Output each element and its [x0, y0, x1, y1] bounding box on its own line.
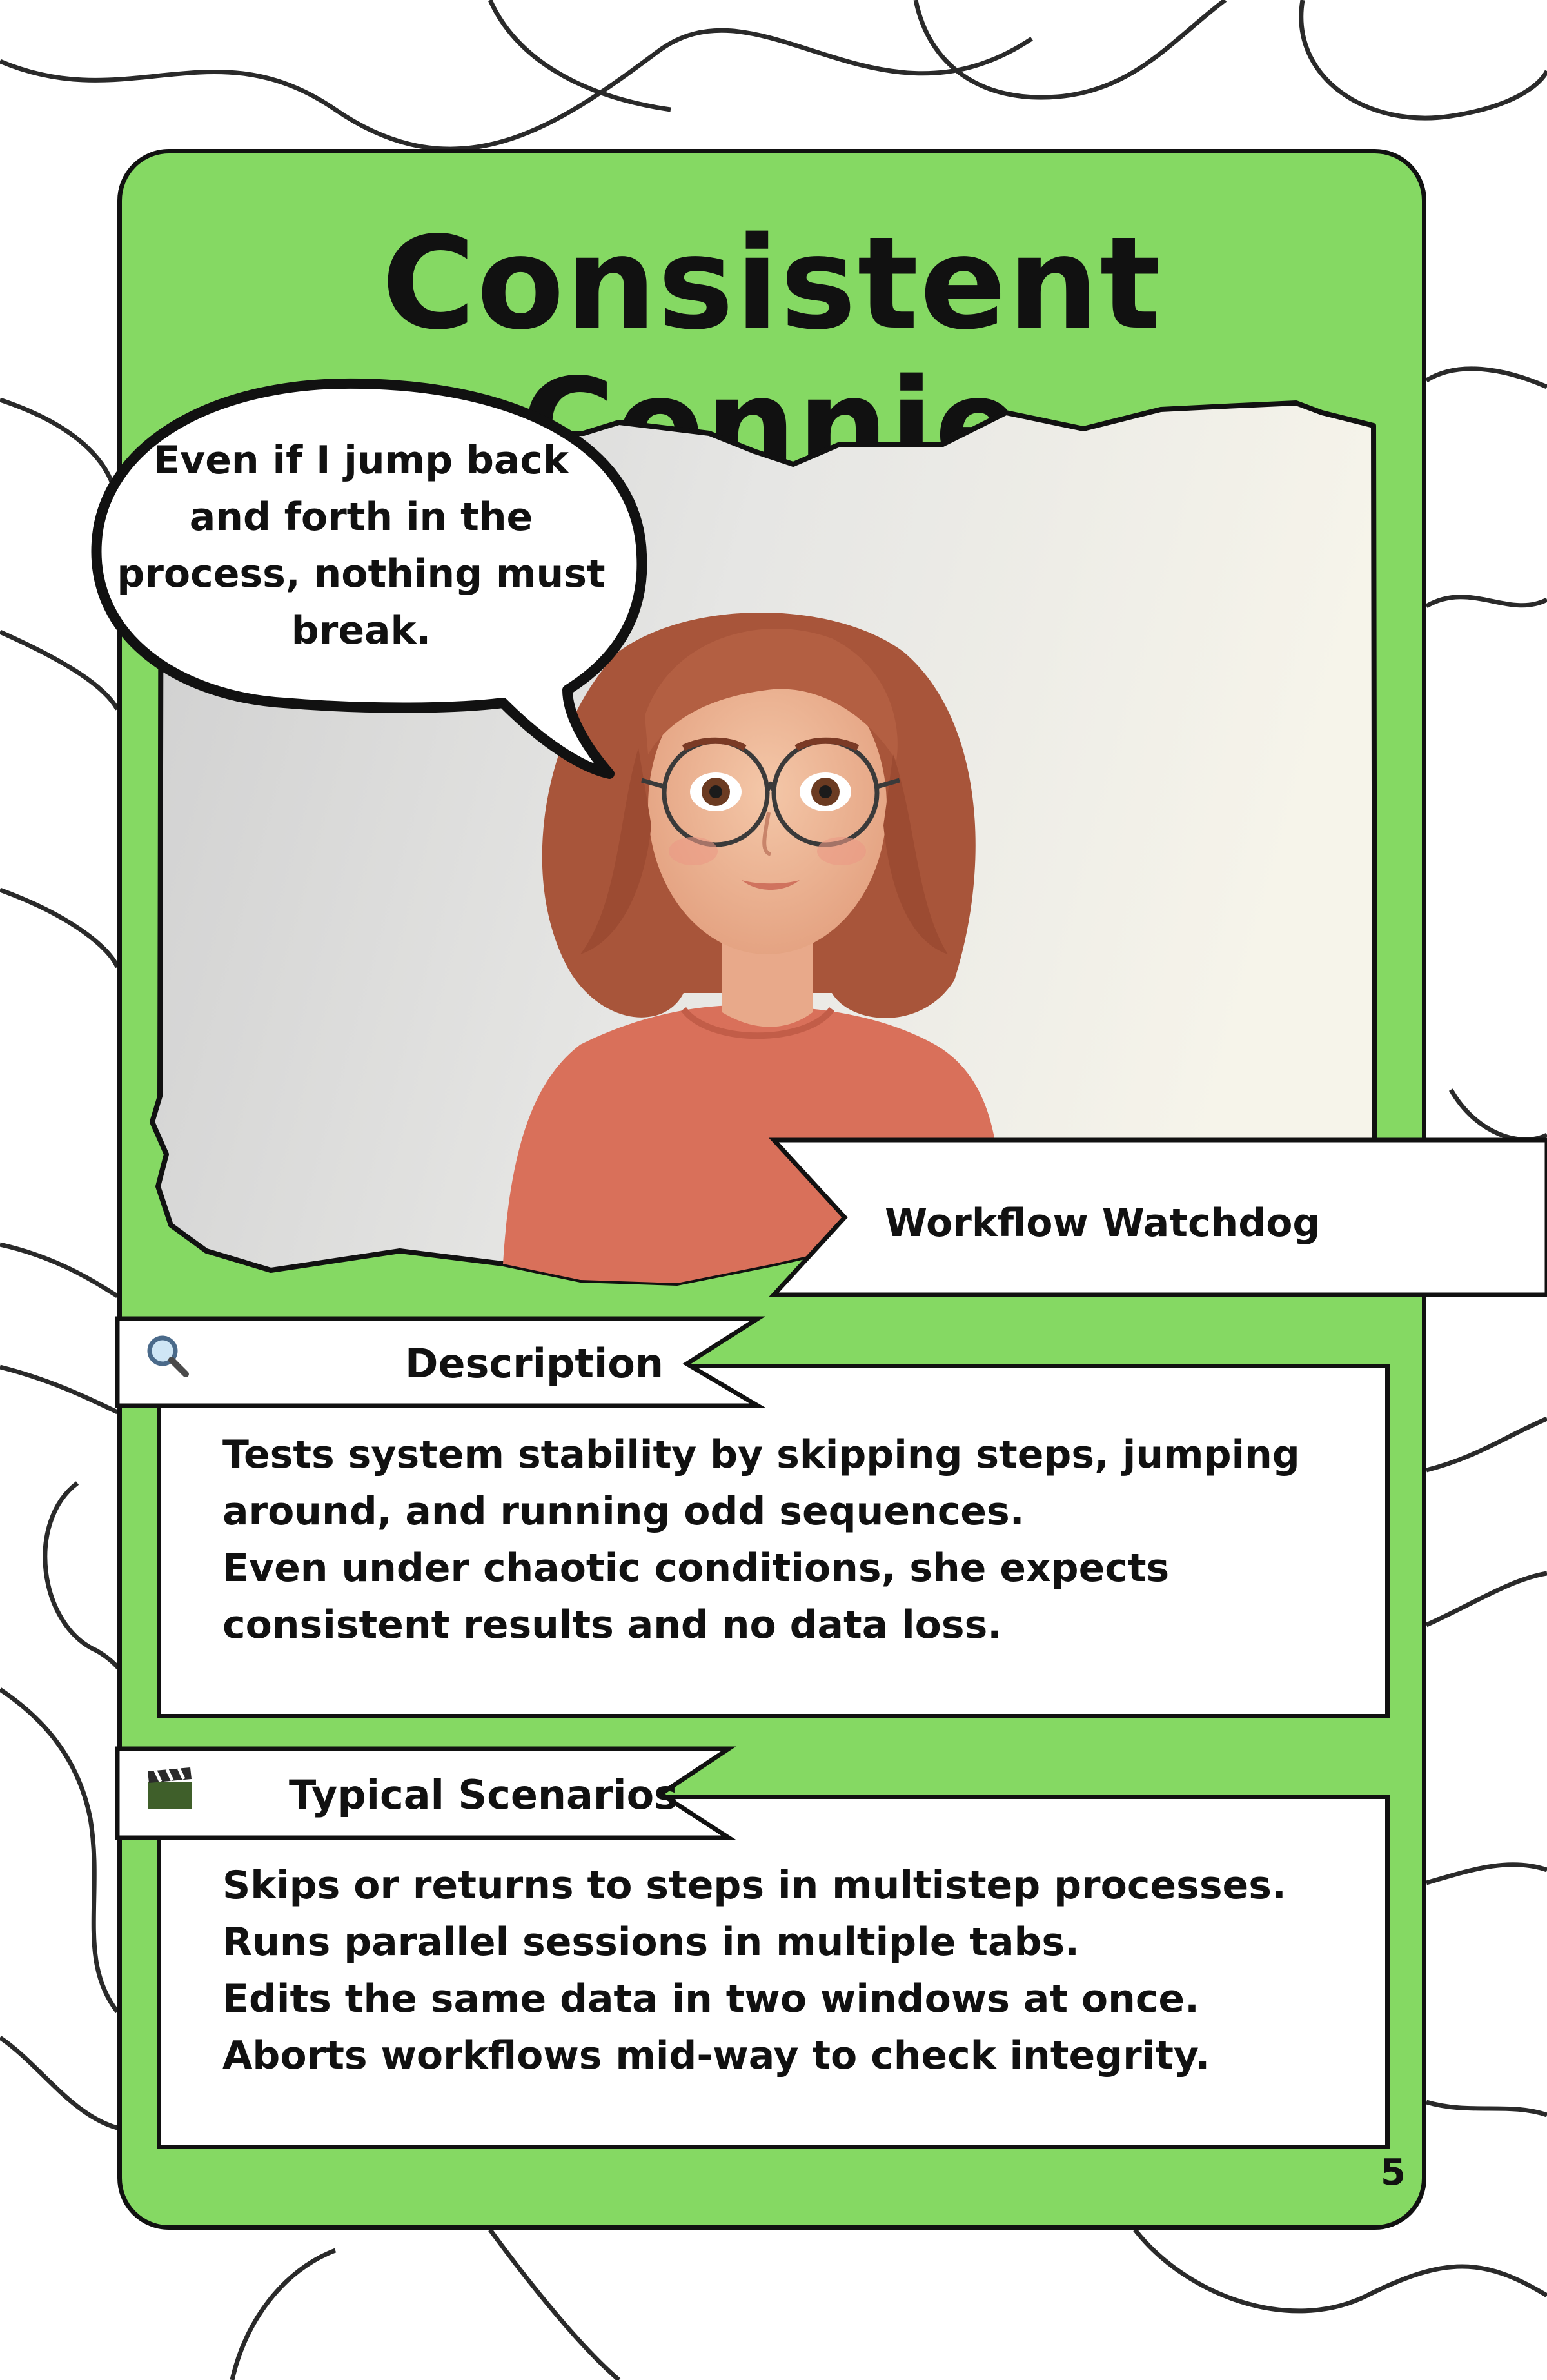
- description-line: consistent results and no data loss.: [222, 1602, 1003, 1647]
- scenario-line: Runs parallel sessions in multiple tabs.: [222, 1920, 1079, 1965]
- description-panel: Tests system stability by skipping steps…: [157, 1364, 1390, 1718]
- scenario-line: Skips or returns to steps in multistep p…: [222, 1863, 1286, 1908]
- description-body: Tests system stability by skipping steps…: [222, 1426, 1359, 1653]
- role-banner-label: Workflow Watchdog: [885, 1201, 1321, 1246]
- scenarios-panel: Skips or returns to steps in multistep p…: [157, 1795, 1390, 2149]
- description-heading: Description: [405, 1340, 664, 1387]
- speech-bubble-quote: Even if I jump back and forth in the pro…: [117, 438, 606, 653]
- description-line: around, and running odd sequences.: [222, 1489, 1025, 1534]
- description-line: Even under chaotic conditions, she expec…: [222, 1546, 1170, 1591]
- scenarios-body: Skips or returns to steps in multistep p…: [222, 1857, 1359, 2084]
- scenarios-heading: Typical Scenarios: [289, 1771, 678, 1818]
- clapperboard-icon: [145, 1765, 194, 1824]
- description-line: Tests system stability by skipping steps…: [222, 1432, 1300, 1477]
- scenario-line: Aborts workflows mid-way to check integr…: [222, 2033, 1210, 2078]
- magnifier-icon: [143, 1332, 191, 1392]
- page-number: 5: [1381, 2152, 1406, 2194]
- scenario-line: Edits the same data in two windows at on…: [222, 1976, 1199, 2021]
